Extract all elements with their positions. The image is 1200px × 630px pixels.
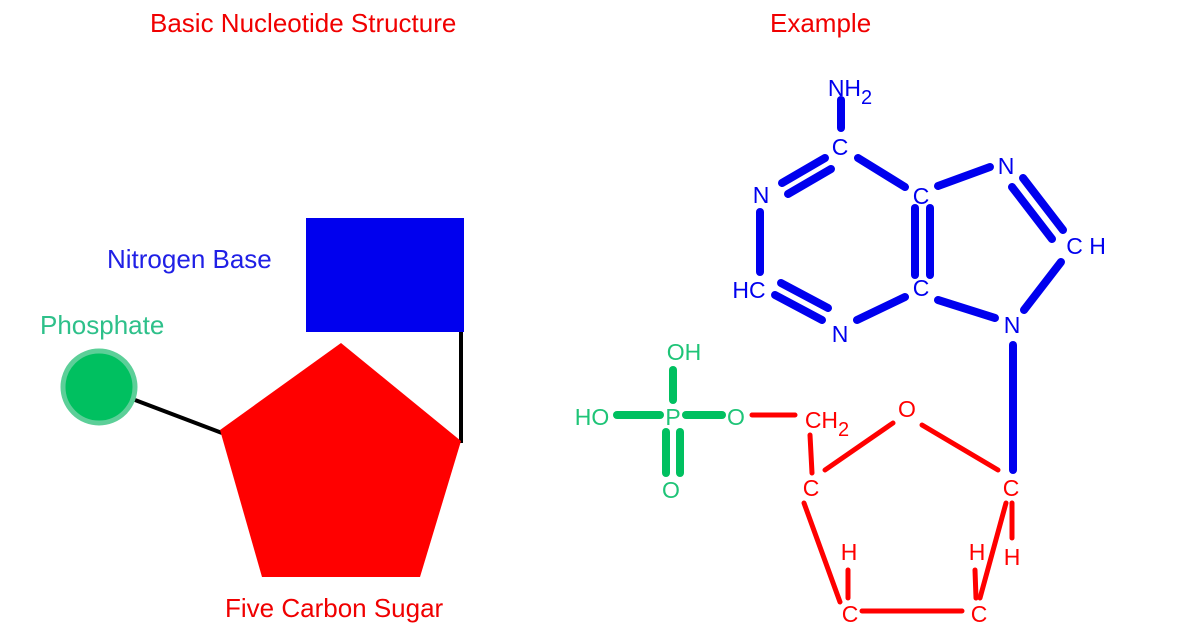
phosphate-label: Phosphate — [40, 310, 165, 340]
base-bonds — [756, 96, 1067, 474]
atom-n: N — [998, 153, 1015, 179]
atom-n: N — [1004, 312, 1021, 338]
atom-n: N — [832, 321, 849, 347]
phosphate-bonds — [613, 366, 726, 477]
atom-h: H — [841, 539, 858, 565]
atom-c: C — [803, 475, 820, 501]
atom-oh: OH — [667, 339, 702, 365]
atom-nh2: NH2 — [828, 75, 872, 109]
base-atoms: NH2 C N C N C H HC C N N — [732, 75, 1105, 347]
atom-h: H — [969, 539, 986, 565]
nitrogen-base-square — [306, 218, 464, 332]
phosphate-circle — [60, 348, 138, 426]
schematic — [60, 218, 464, 577]
atom-c: C — [832, 134, 849, 160]
atom-c: C — [1003, 475, 1020, 501]
atom-p: P — [665, 404, 680, 430]
nitrogen-base-label: Nitrogen Base — [107, 244, 272, 274]
phosphate-sugar-bond — [134, 398, 223, 435]
atom-n: N — [753, 182, 770, 208]
atom-hc: HC — [732, 277, 765, 303]
atom-o: O — [727, 404, 745, 430]
atom-o: O — [662, 477, 680, 503]
atom-ch: C H — [1066, 233, 1106, 259]
atom-o: O — [898, 396, 916, 422]
sugar-atoms: CH2 O C C H H H C C — [803, 396, 1021, 627]
right-heading: Example — [770, 8, 872, 38]
atom-c: C — [842, 601, 859, 627]
atom-h: H — [1004, 544, 1021, 570]
atom-ch2: CH2 — [805, 407, 849, 441]
sugar-pentagon — [220, 343, 461, 577]
atom-c: C — [971, 601, 988, 627]
atom-ho: HO — [575, 404, 610, 430]
sugar-label: Five Carbon Sugar — [225, 593, 444, 623]
atom-c: C — [913, 275, 930, 301]
phosphate-atoms: OH HO P O O — [575, 339, 745, 503]
left-heading: Basic Nucleotide Structure — [150, 8, 457, 38]
sugar-bonds — [749, 412, 1015, 614]
atom-c: C — [913, 183, 930, 209]
